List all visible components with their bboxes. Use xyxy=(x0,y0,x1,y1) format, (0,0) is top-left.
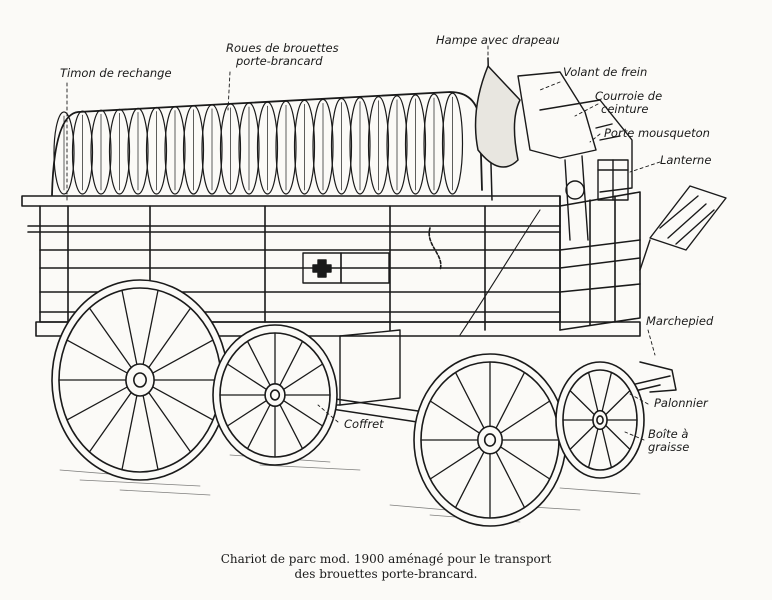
brake-and-seat xyxy=(517,71,633,241)
rear-left-wheel xyxy=(51,279,229,481)
stretcher-wheel-rim xyxy=(53,111,75,195)
label-lanterne: Lanterne xyxy=(660,153,712,167)
front-right-wheel xyxy=(555,361,645,479)
wagon-body xyxy=(21,191,641,337)
figure-caption: Chariot de parc mod. 1900 aménagé pour l… xyxy=(150,552,622,582)
label-timon: Timon de rechange xyxy=(60,66,172,80)
leader-lines xyxy=(66,45,661,441)
stretcher-wheel-rim xyxy=(423,93,445,195)
caption-line-1: Chariot de parc mod. 1900 aménagé pour l… xyxy=(220,552,552,566)
coil-outline xyxy=(51,91,483,196)
label-hampe: Hampe avec drapeau xyxy=(436,33,560,47)
stretcher-wheel-rim xyxy=(404,94,427,195)
label-porte-mousqueton: Porte mousqueton xyxy=(604,126,710,140)
step-plate xyxy=(639,185,727,271)
stretcher-wheels-stack xyxy=(53,92,464,195)
label-volant: Volant de frein xyxy=(563,65,648,79)
label-marchepied: Marchepied xyxy=(646,314,714,328)
stretcher-wheel-rim xyxy=(441,92,464,195)
flag xyxy=(474,57,521,201)
red-cross-plaque xyxy=(302,252,390,284)
front-left-wheel xyxy=(413,353,567,527)
label-coffret: Coffret xyxy=(344,417,384,431)
stretcher-wheel-rim xyxy=(386,95,408,195)
label-palonnier: Palonnier xyxy=(654,396,708,410)
rear-right-wheel xyxy=(212,324,338,466)
lantern xyxy=(597,159,629,201)
caption-line-2: des brouettes porte-brancard. xyxy=(294,567,478,581)
